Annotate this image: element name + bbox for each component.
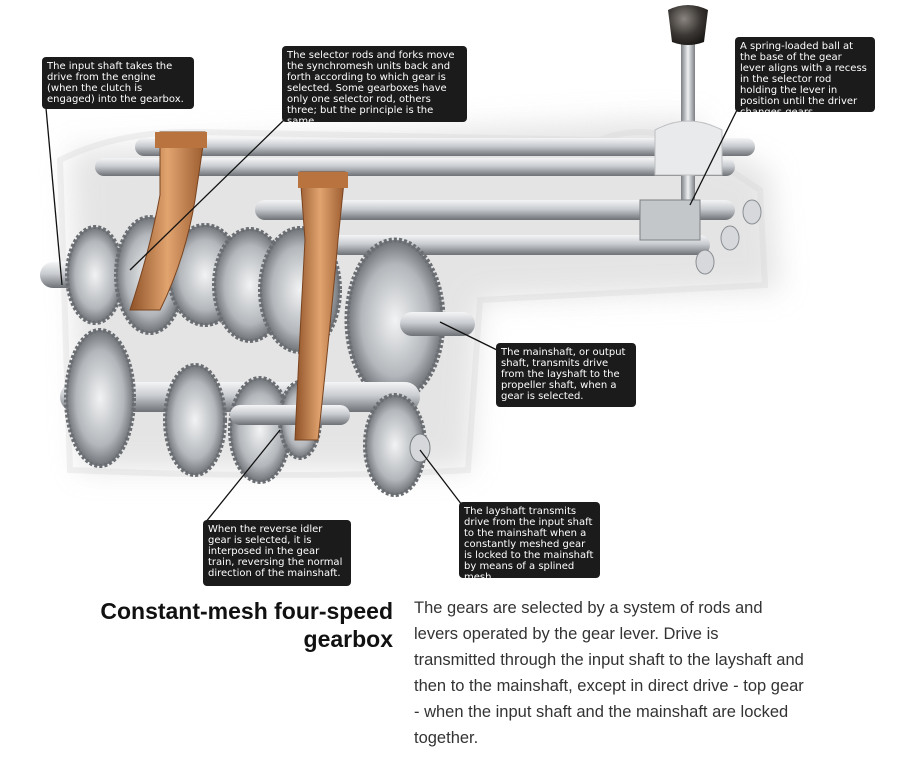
callout-input-shaft: The input shaft takes the drive from the…	[42, 57, 194, 109]
callout-reverse-idler: When the reverse idler gear is selected,…	[203, 520, 351, 586]
gear-lever	[639, 5, 723, 241]
caption-title: Constant-mesh four-speed gearbox	[100, 598, 393, 652]
selector-forks	[129, 131, 348, 441]
callout-mainshaft: The mainshaft, or output shaft, transmit…	[496, 343, 636, 407]
selector-rods	[95, 138, 762, 275]
callout-layshaft: The layshaft transmits drive from the in…	[459, 502, 600, 578]
gearbox-illustration	[40, 5, 780, 524]
caption-body: The gears are selected by a system of ro…	[414, 599, 804, 747]
callout-selector-rods: The selector rods and forks move the syn…	[282, 46, 467, 122]
leader-lines	[45, 107, 738, 524]
callout-spring-loaded-ball: A spring-loaded ball at the base of the …	[735, 37, 875, 112]
